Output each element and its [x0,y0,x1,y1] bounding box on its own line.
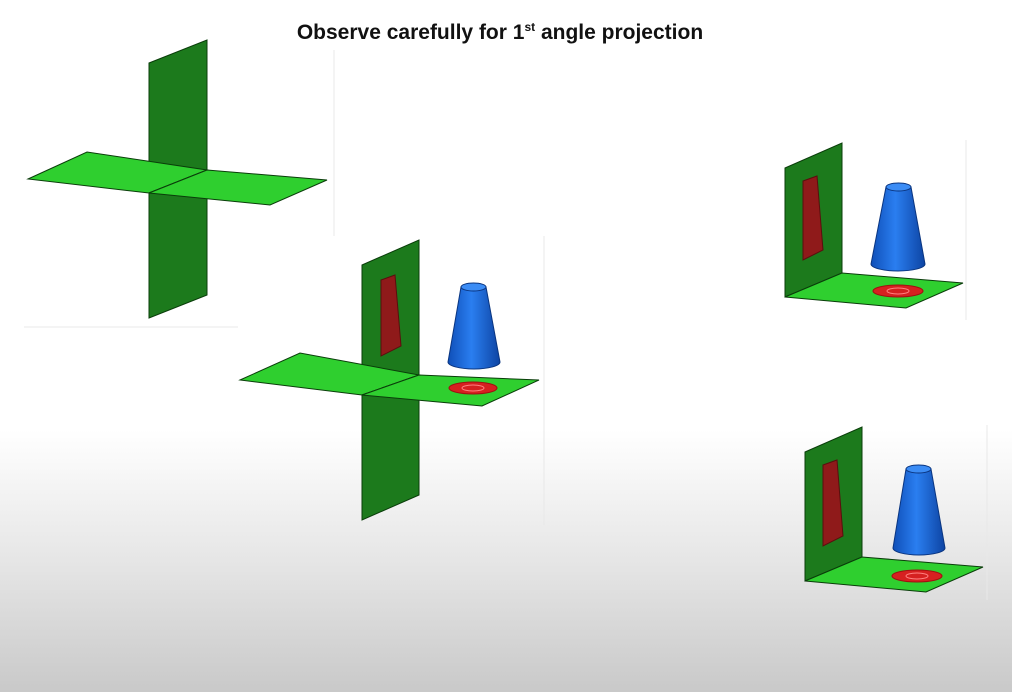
top-view-projection [872,284,924,298]
horizontal-plane-front [148,169,328,206]
front-view-projection [380,274,402,357]
page-title: Observe carefully for 1st angle projecti… [296,20,704,44]
top-view-projection [448,381,498,395]
cone-top [905,464,932,474]
panel-edges [24,50,988,600]
top-view-projection [891,569,943,583]
first-quadrant-view-bottom [804,426,984,593]
top-view-inner [461,384,485,392]
top-view-inner [886,287,910,295]
cone-top [885,182,912,192]
first-quadrant-view-top [784,142,964,309]
front-view-projection [802,175,824,261]
planes-cross [26,39,328,319]
cone-object [870,186,926,272]
cone-object [892,468,946,556]
cone-object [447,286,501,370]
cone-top [460,282,487,292]
top-view-inner [905,572,929,580]
planes-with-object [238,239,540,521]
front-view-projection [822,459,844,547]
